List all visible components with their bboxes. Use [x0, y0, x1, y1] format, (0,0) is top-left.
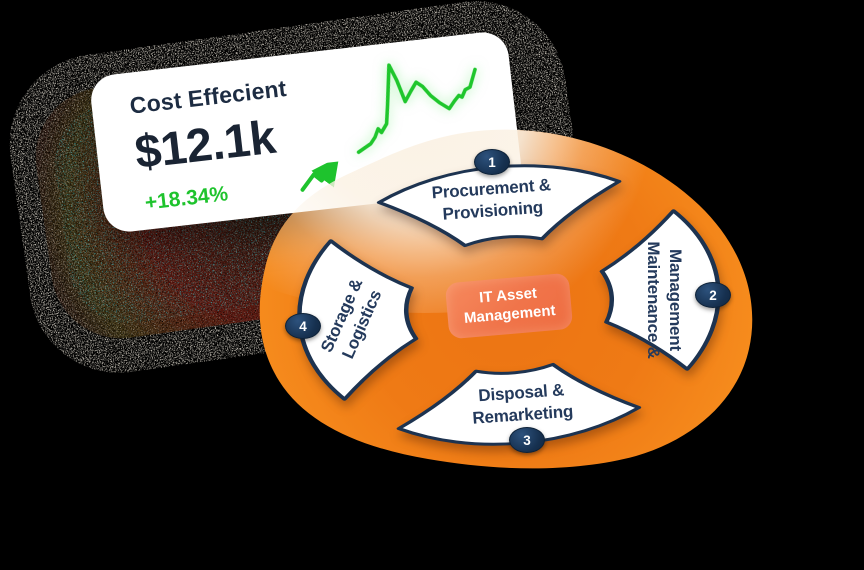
card-value: $12.1k	[132, 109, 279, 179]
center-label-box: IT Asset Management	[444, 272, 574, 340]
center-label-line2: Management	[463, 302, 557, 327]
step-badge-2: 2	[695, 282, 731, 308]
segment-label-storage: Storage & Logistics	[317, 275, 386, 362]
step-badge-4: 4	[285, 313, 321, 339]
step-badge-3: 3	[509, 427, 545, 453]
card-change: +18.34%	[143, 182, 230, 215]
step-badge-1: 1	[474, 149, 510, 175]
segment-label-disposal: Disposal & Remarketing	[471, 380, 574, 428]
segment-label-procurement: Procurement & Provisioning	[431, 175, 552, 224]
segment-label-maintenance: Management Maintenance &	[644, 241, 685, 359]
